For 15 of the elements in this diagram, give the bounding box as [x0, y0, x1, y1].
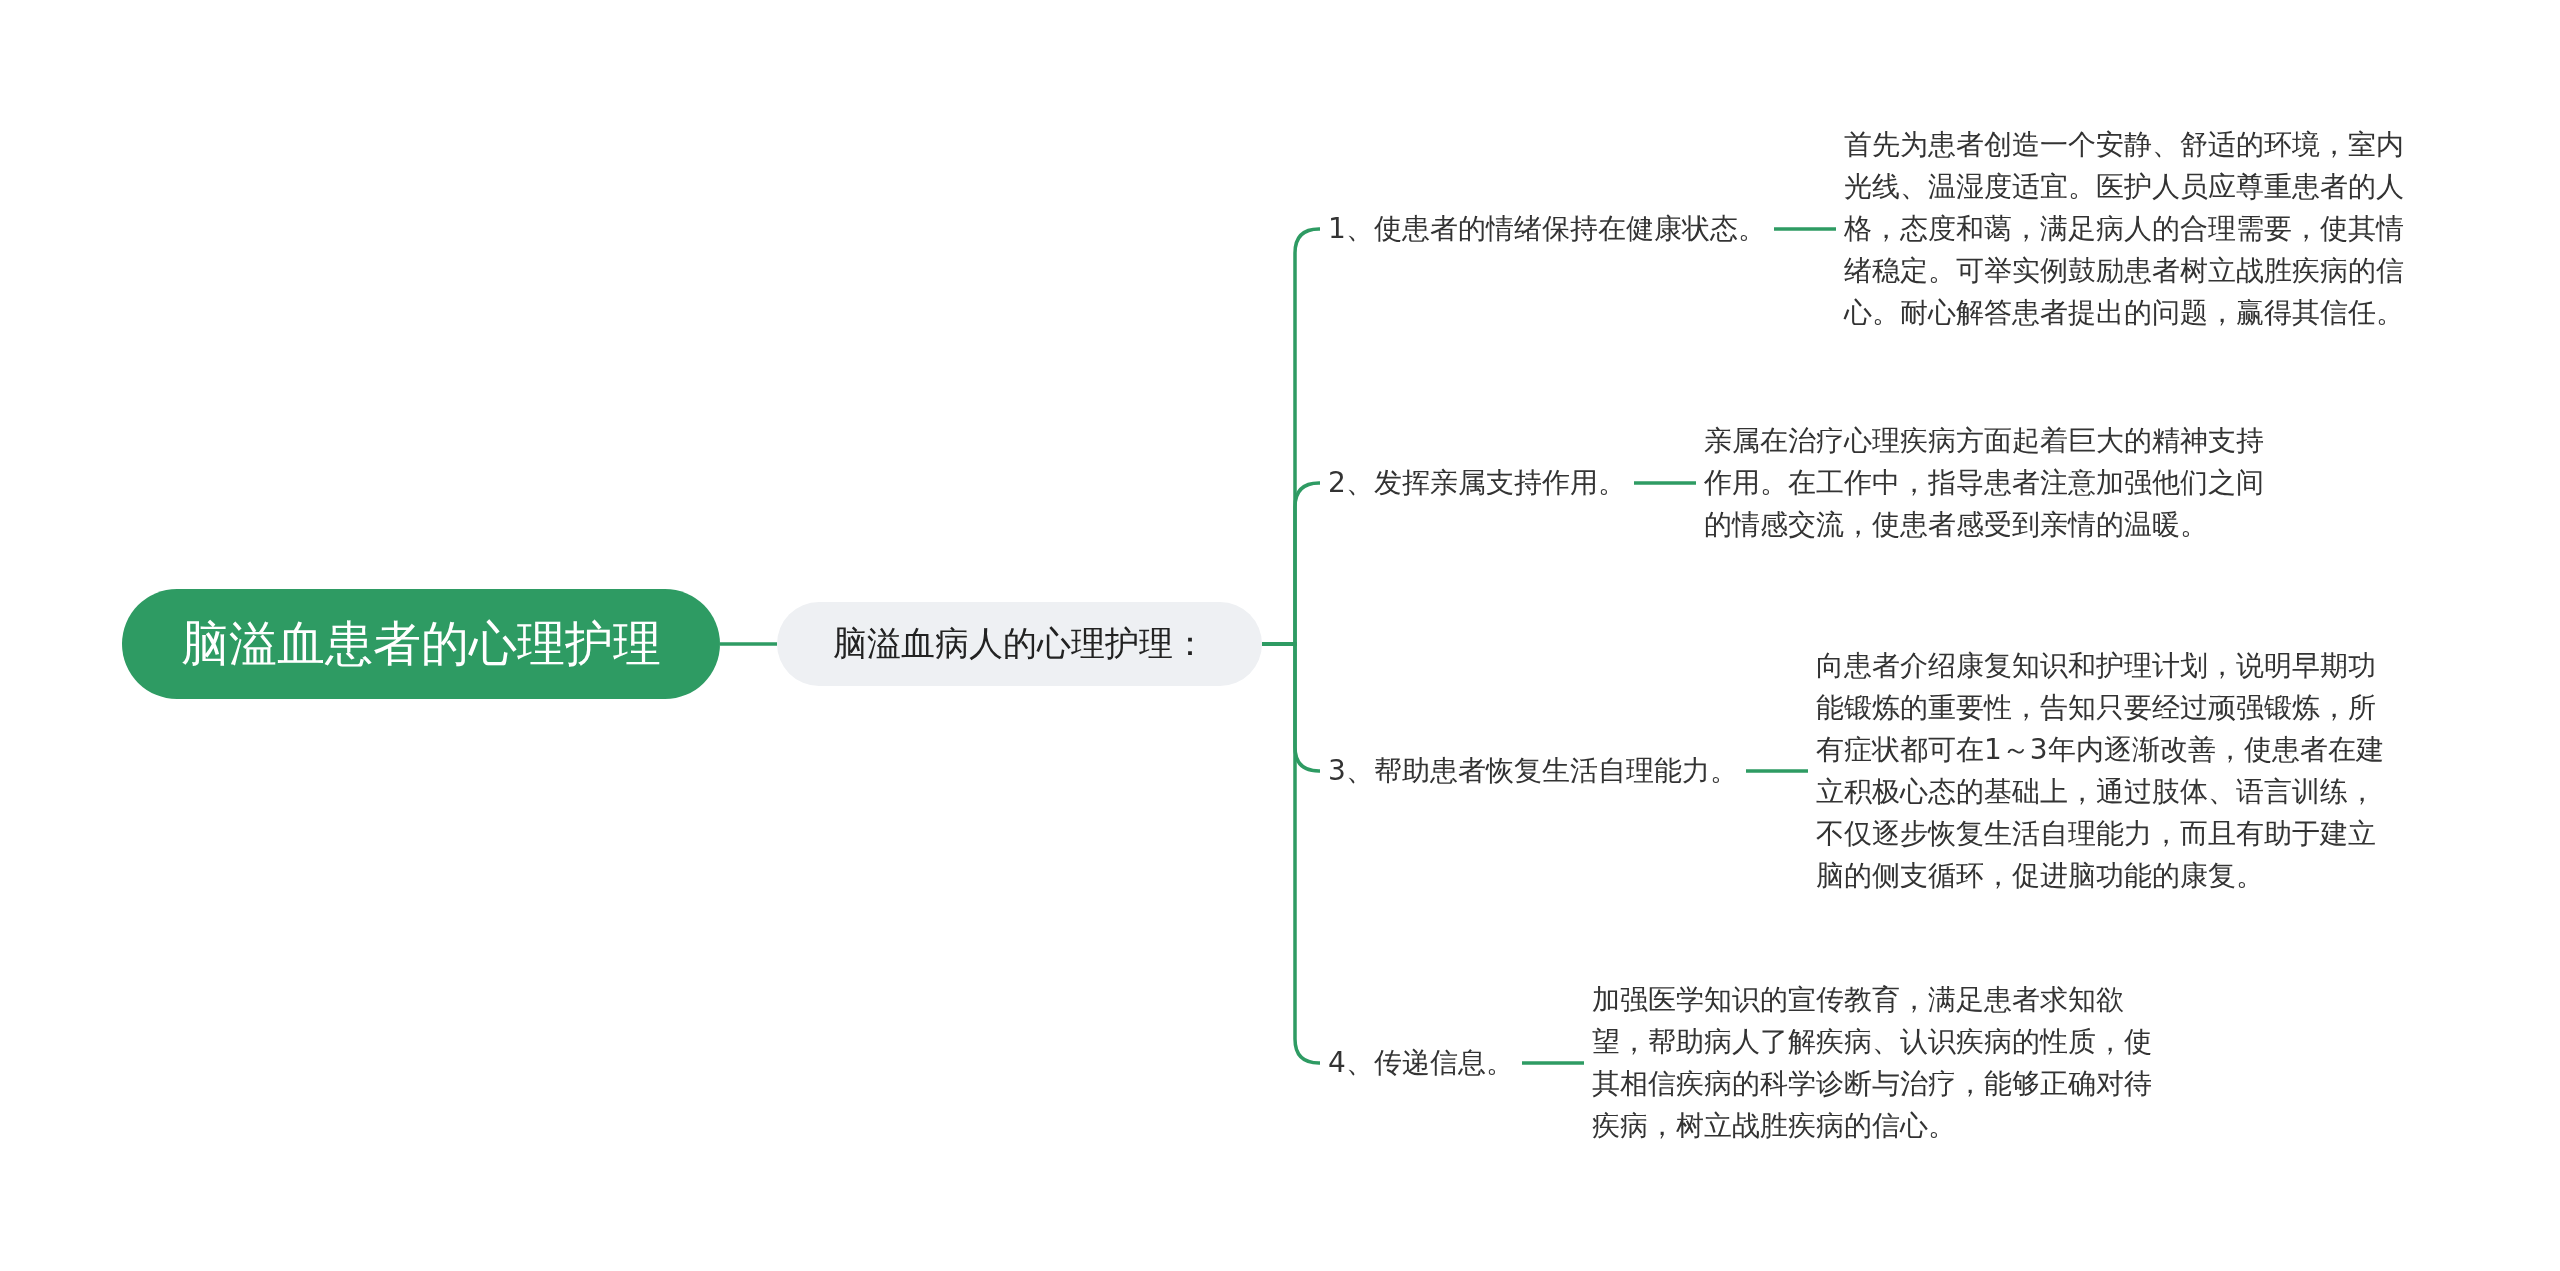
connector-line [1774, 227, 1836, 231]
connector-line [1522, 1061, 1584, 1065]
note-text: 加强医学知识的宣传教育，满足患者求知欲望，帮助病人了解疾病、认识疾病的性质，使其相信疾病的科学诊断与治疗，能够正确对待疾病，树立战胜疾病的信心。 [1584, 979, 2174, 1147]
branch-label: 1、使患者的情绪保持在健康状态。 [1320, 208, 1774, 250]
topic-box: 脑溢血患者的心理护理 [122, 589, 720, 699]
note-text: 向患者介绍康复知识和护理计划，说明早期功能锻炼的重要性，告知只要经过顽强锻炼，所有症状都可在1～3年内逐渐改善，使患者在建立积极心态的基础上，通过肢体、语言训练，不仅逐步恢复生活自理能力，而且有助于建立脑的侧支循环，促进脑功能的康复。 [1808, 645, 2398, 897]
note-text: 首先为患者创造一个安静、舒适的环境，室内光线、温湿度适宜。医护人员应尊重患者的人格，态度和蔼，满足病人的合理需要，使其情绪稳定。可举实例鼓励患者树立战胜疾病的信心。耐心解答患者提出的问题，赢得其信任。 [1836, 124, 2426, 334]
connector-line [1746, 769, 1808, 773]
branch-label: 2、发挥亲属支持作用。 [1320, 462, 1634, 504]
connector-line [720, 642, 777, 646]
subtopic-box: 脑溢血病人的心理护理： [777, 602, 1262, 686]
branch-label: 3、帮助患者恢复生活自理能力。 [1320, 750, 1746, 792]
connector-line [1634, 481, 1696, 485]
note-text: 亲属在治疗心理疾病方面起着巨大的精神支持作用。在工作中，指导患者注意加强他们之间的情感交流，使患者感受到亲情的温暖。 [1696, 420, 2286, 546]
branch-label: 4、传递信息。 [1320, 1042, 1522, 1084]
